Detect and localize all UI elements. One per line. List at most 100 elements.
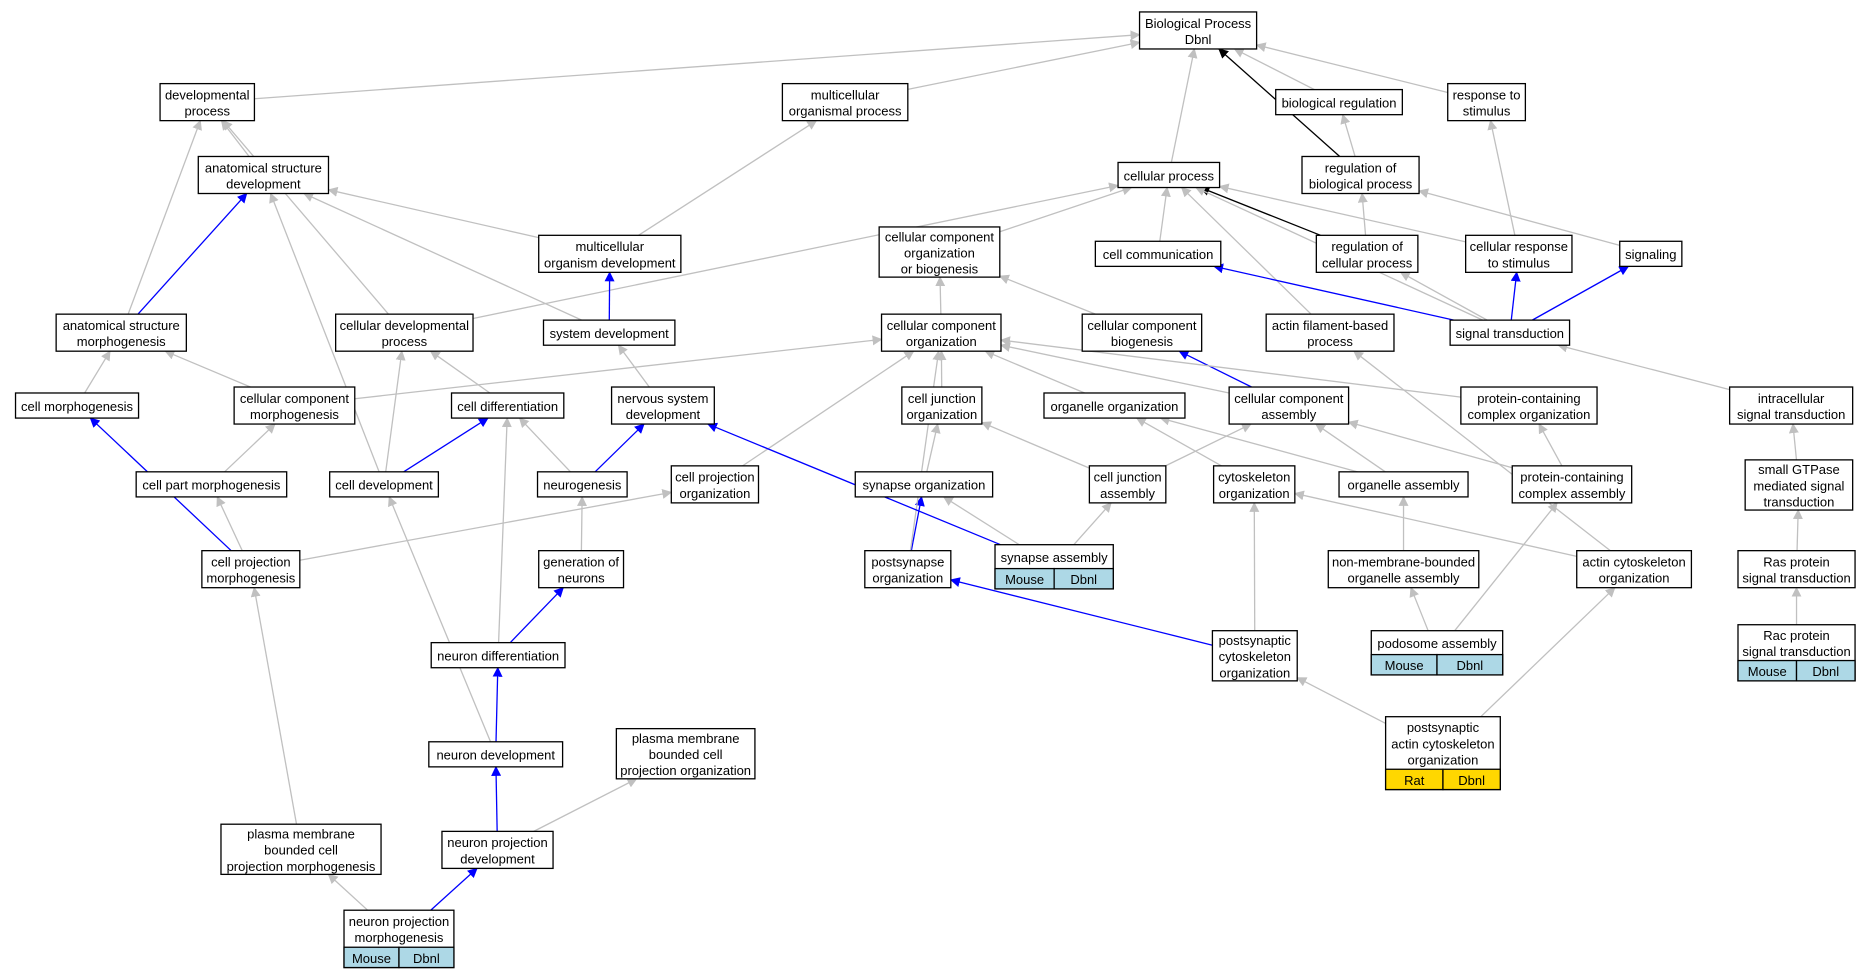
- node-label-line: intracellular: [1758, 391, 1825, 406]
- edge-is_a-pc_org-to-cco: [999, 336, 1461, 398]
- node-label-line: signal transduction: [1742, 644, 1850, 659]
- node-box: [854, 471, 994, 498]
- go-node-signaling[interactable]: signaling: [1619, 240, 1683, 268]
- go-node-cell_diff[interactable]: cell differentiation: [450, 392, 565, 419]
- go-node-cell_proc[interactable]: cellular process: [1117, 161, 1221, 189]
- node-box: [901, 386, 983, 425]
- annotation-species: Mouse: [1385, 658, 1424, 673]
- go-node-neurogenesis[interactable]: neurogenesis: [536, 471, 628, 498]
- annotation-gene-cell: [1053, 567, 1114, 590]
- go-node-bio_reg[interactable]: biological regulation: [1275, 88, 1403, 116]
- go-node-sig_trans[interactable]: signal transduction: [1449, 319, 1571, 346]
- node-box: [1301, 155, 1420, 195]
- node-label-line: neuron development: [436, 748, 555, 763]
- node-box: [220, 823, 382, 876]
- node-label-line: projection organization: [620, 763, 751, 778]
- go-node-actin_cyto[interactable]: actin cytoskeleton organization: [1576, 550, 1693, 589]
- node-label-line: Ras protein: [1763, 554, 1829, 569]
- node-box: [55, 313, 187, 352]
- go-node-neur_dev[interactable]: neuron development: [428, 741, 564, 768]
- node-box: [428, 741, 564, 768]
- node-box: [610, 386, 715, 425]
- node-box: [197, 155, 330, 195]
- node-label-line: multicellular: [811, 87, 880, 102]
- go-node-sys_dev[interactable]: system development: [542, 319, 676, 346]
- edge-is_a-np_dev-to-pmb_cpo: [533, 778, 638, 832]
- node-label-line: cell differentiation: [457, 399, 558, 414]
- node-label-line: organization: [1599, 571, 1670, 586]
- go-node-cell_comm[interactable]: cell communication: [1094, 240, 1222, 268]
- go-node-cell_morph[interactable]: cell morphogenesis: [14, 392, 140, 419]
- node-label-line: organization: [872, 571, 943, 586]
- edge-is_a-org_org-to-cco: [984, 350, 1085, 394]
- go-node-neur_diff[interactable]: neuron differentiation: [430, 641, 566, 669]
- edge-is_a-cell_dev-to-cell_dev_proc: [385, 350, 406, 472]
- edge-is_a-ccb-to-ccob: [998, 274, 1096, 315]
- node-label-line: cellular component: [1234, 391, 1344, 406]
- node-label-line: signaling: [1625, 247, 1676, 262]
- go-node-org_asm[interactable]: organelle assembly: [1338, 471, 1469, 498]
- go-node-org_org[interactable]: organelle organization: [1043, 392, 1186, 419]
- node-box: [14, 392, 140, 419]
- node-label-line: regulation of: [1325, 160, 1397, 175]
- node-label-line: biological regulation: [1282, 96, 1397, 111]
- node-box: [159, 82, 256, 122]
- edge-is_a-cell_resp-to-resp_stim: [1487, 119, 1516, 236]
- go-node-syn_org[interactable]: synapse organization: [854, 471, 994, 498]
- node-box: [233, 386, 356, 425]
- node-label-line: synapse organization: [863, 478, 986, 493]
- annotation-gene: Dbnl: [1812, 664, 1839, 679]
- go-node-cell_part_morph[interactable]: cell part morphogenesis: [135, 471, 288, 498]
- edge-is_a-sys_dev-to-anat_dev: [303, 192, 582, 321]
- edge-is_a-cc_morph-to-anat_morph: [164, 350, 251, 388]
- edge-is_a-cell_morph-to-anat_morph: [84, 350, 111, 394]
- edge-is_a-neur_diff-to-cell_diff: [497, 417, 512, 643]
- edge-part_of-sig_trans-to-cell_comm: [1213, 263, 1455, 321]
- node-box: [1211, 630, 1298, 682]
- node-label-line: actin cytoskeleton: [1582, 554, 1685, 569]
- edge-is_a-podosome-to-nmbo_asm: [1409, 586, 1429, 631]
- go-node-cell_dev[interactable]: cell development: [329, 471, 440, 498]
- node-box: [329, 471, 440, 498]
